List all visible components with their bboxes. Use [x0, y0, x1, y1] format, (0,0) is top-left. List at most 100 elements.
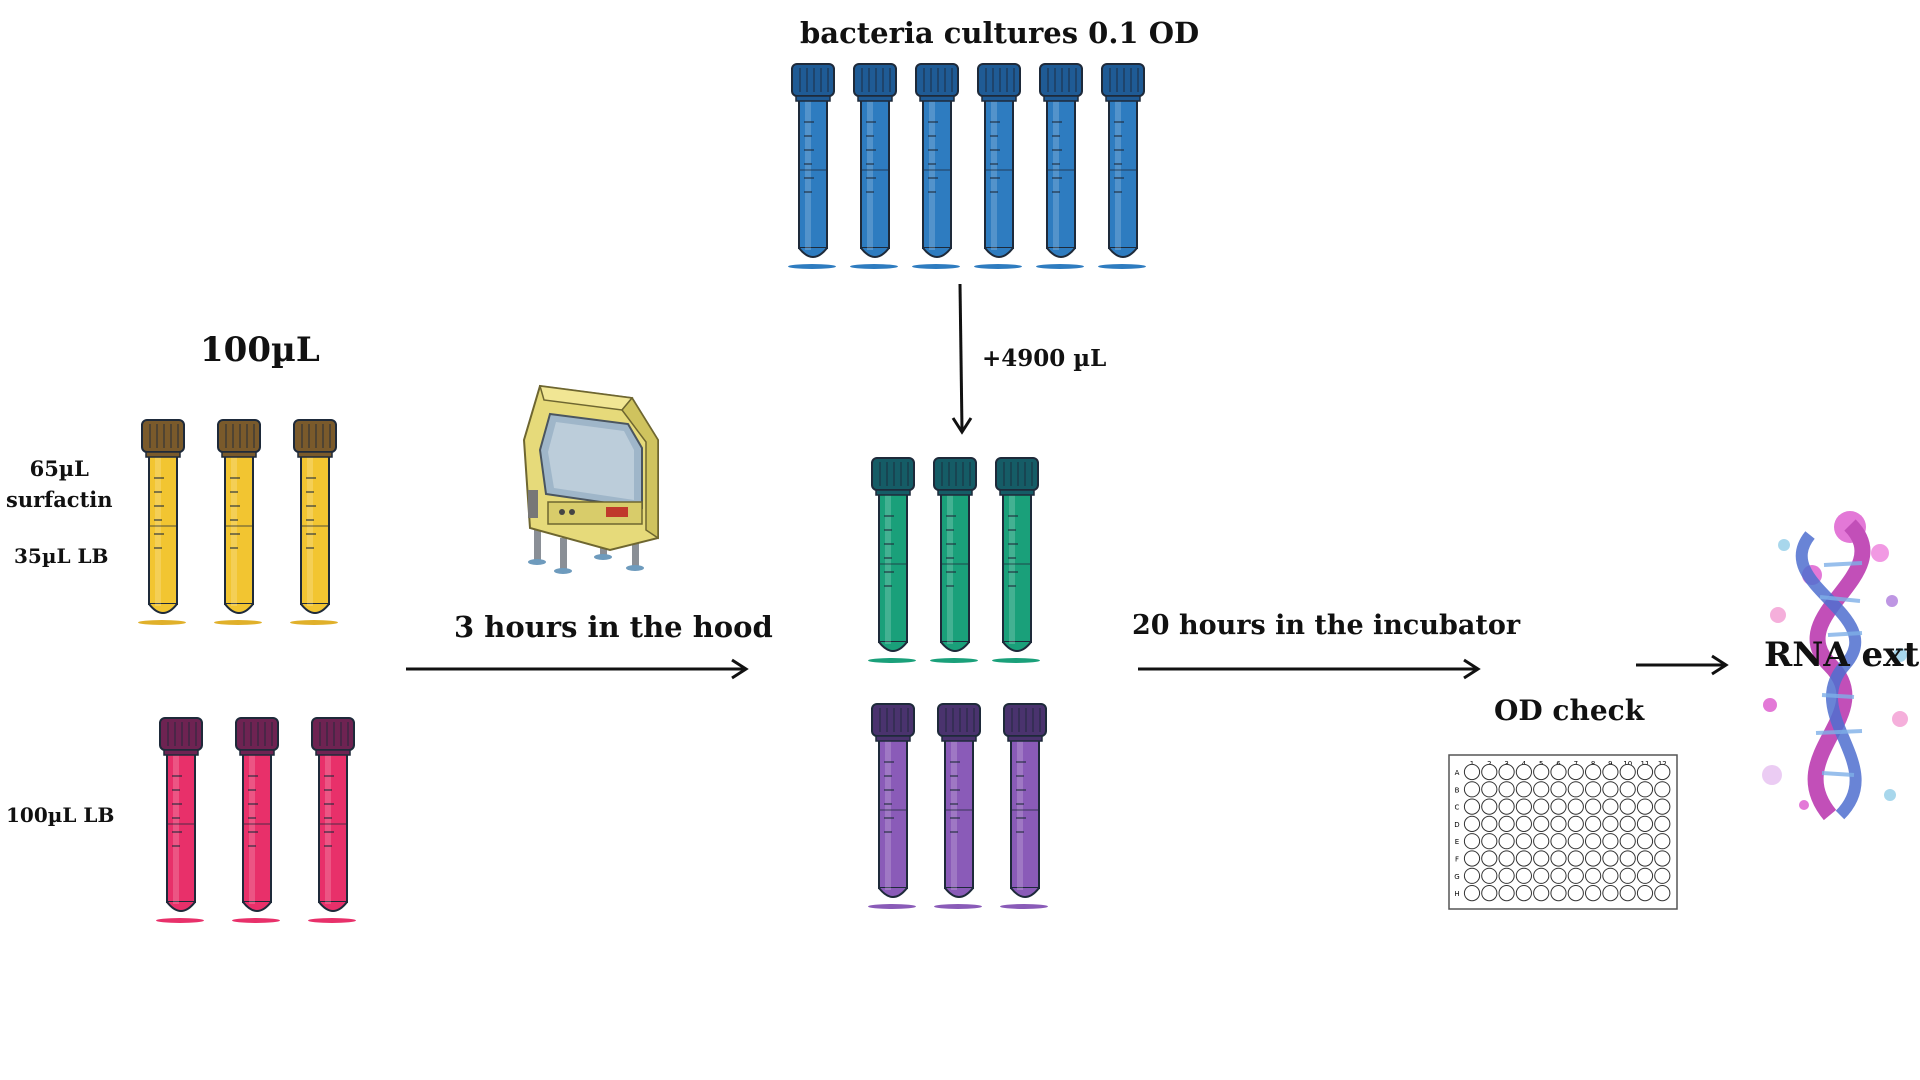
bacteria-tube-shadow — [974, 264, 1022, 269]
lb-tube-2 — [232, 716, 282, 926]
control-tube-shadow — [934, 904, 982, 909]
plate-well — [1463, 815, 1481, 833]
rna-helix-illustration — [1750, 505, 1920, 825]
plate-well — [1619, 815, 1636, 833]
lb-tube-1 — [156, 716, 206, 926]
plate-well — [1533, 815, 1550, 833]
plate-well — [1463, 850, 1481, 867]
plate-row-label: D — [1454, 821, 1459, 829]
lb-100ul-label: 100µL LB — [6, 803, 115, 827]
surfactin-tube-shadow — [290, 620, 338, 625]
treated-tube-shape — [933, 457, 977, 652]
surfactin-tube-shadow — [214, 620, 262, 625]
plate-well — [1619, 885, 1636, 902]
plate-well — [1636, 885, 1654, 902]
plate-well — [1533, 867, 1550, 884]
plate-well — [1654, 885, 1671, 902]
plate-well — [1515, 885, 1533, 902]
plate-well — [1567, 763, 1584, 781]
plate-well — [1515, 850, 1533, 867]
bacteria-tube-shape — [977, 63, 1021, 258]
plate-well — [1602, 850, 1619, 867]
plate-well — [1602, 833, 1619, 850]
plate-row-label: E — [1455, 838, 1459, 846]
plate-well — [1636, 763, 1654, 781]
plate-well — [1498, 885, 1515, 902]
control-tube-shape — [871, 703, 915, 898]
plate-well — [1636, 815, 1654, 833]
lb-tube-shape — [159, 717, 203, 912]
plate-well — [1515, 781, 1533, 798]
surfactin-tube-3 — [290, 418, 340, 628]
surfactin-tube-1 — [138, 418, 188, 628]
plate-well — [1619, 833, 1636, 850]
plate-well — [1585, 867, 1602, 884]
plate-well — [1567, 781, 1584, 798]
plate-well — [1463, 833, 1481, 850]
plate-well — [1498, 781, 1515, 798]
plate-well — [1498, 833, 1515, 850]
plate-well — [1602, 885, 1619, 902]
plate-well — [1567, 798, 1584, 815]
treated-tube-1 — [868, 456, 918, 666]
plate-well — [1567, 850, 1584, 867]
plate-well — [1585, 815, 1602, 833]
plate-well — [1602, 781, 1619, 798]
plate-well — [1481, 781, 1498, 798]
plate-well — [1585, 885, 1602, 902]
plate-row-label: C — [1455, 804, 1460, 812]
plate-well — [1585, 781, 1602, 798]
plate-well — [1619, 763, 1636, 781]
plate-well — [1636, 867, 1654, 884]
bacteria-tube-shape — [915, 63, 959, 258]
plate-well — [1585, 850, 1602, 867]
control-tube-shape — [1003, 703, 1047, 898]
plate-well — [1533, 763, 1550, 781]
plate-well — [1619, 798, 1636, 815]
lb-tube-shape — [311, 717, 355, 912]
bacteria-tube-shape — [853, 63, 897, 258]
plate-row-label: A — [1455, 769, 1460, 777]
lb-tube-group — [156, 716, 396, 926]
plate-well — [1654, 850, 1671, 867]
volume-100ul-label: 100µL — [200, 330, 320, 370]
add-volume-label: +4900 µL — [982, 345, 1107, 372]
treated-tube-shadow — [868, 658, 916, 663]
plate-well — [1619, 867, 1636, 884]
plate-well — [1550, 815, 1567, 833]
bacteria-tube-shadow — [850, 264, 898, 269]
plate-well — [1533, 781, 1550, 798]
treated-tube-shape — [995, 457, 1039, 652]
control-tube-3 — [1000, 702, 1050, 912]
plate-well — [1481, 763, 1498, 781]
bacteria-tube-shape — [1039, 63, 1083, 258]
plate-well — [1567, 833, 1584, 850]
plate-well — [1567, 815, 1584, 833]
control-tube-shape — [937, 703, 981, 898]
plate-well — [1602, 867, 1619, 884]
bacteria-tube-2 — [850, 62, 900, 272]
plate-well — [1515, 798, 1533, 815]
plate-row-label: H — [1454, 890, 1459, 898]
plate-well — [1498, 867, 1515, 884]
surfactin-tube-shape — [141, 419, 185, 614]
plate-well — [1533, 833, 1550, 850]
plate-well — [1463, 763, 1481, 781]
plate-well — [1515, 815, 1533, 833]
plate-well — [1585, 798, 1602, 815]
lb-tube-shadow — [308, 918, 356, 923]
lb-35ul-label: 35µL LB — [14, 544, 109, 568]
surfactin-label: 65µL surfactin — [6, 456, 113, 512]
lb-tube-3 — [308, 716, 358, 926]
plate-well — [1533, 885, 1550, 902]
bacteria-tube-shadow — [1036, 264, 1084, 269]
hood-duration-label: 3 hours in the hood — [454, 610, 773, 644]
plate-well — [1654, 833, 1671, 850]
incubator-arrow — [1136, 656, 1486, 682]
lb-tube-shape — [235, 717, 279, 912]
plate-well — [1602, 815, 1619, 833]
plate-well — [1463, 867, 1481, 884]
surfactin-tube-shape — [293, 419, 337, 614]
plate-well — [1550, 763, 1567, 781]
plate-row-label: F — [1455, 856, 1459, 864]
